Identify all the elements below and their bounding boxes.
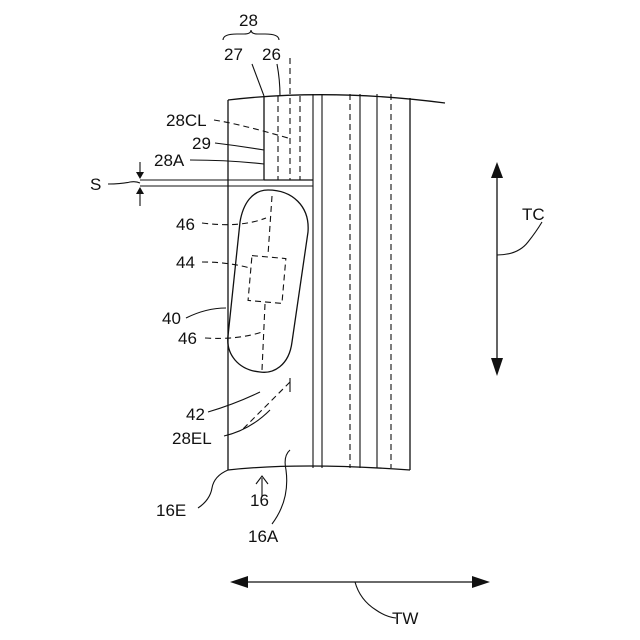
tw-head-right bbox=[472, 576, 490, 588]
center-line-upper bbox=[268, 196, 272, 255]
tire-section bbox=[228, 94, 445, 470]
leader-16E bbox=[198, 470, 228, 508]
label-S: S bbox=[90, 175, 101, 194]
arrow-s-down-head bbox=[136, 172, 144, 179]
tw-arrow bbox=[230, 576, 490, 618]
top-edge-line bbox=[228, 95, 445, 103]
label-28: 28 bbox=[239, 11, 258, 30]
leader-27 bbox=[252, 64, 264, 96]
brace-28 bbox=[223, 30, 279, 40]
gap-s bbox=[108, 162, 313, 206]
sensor-44-box bbox=[248, 256, 286, 304]
tc-head-top bbox=[491, 162, 503, 178]
label-16E: 16E bbox=[156, 501, 186, 520]
label-TC: TC bbox=[522, 205, 545, 224]
label-28CL: 28CL bbox=[166, 111, 207, 130]
leader-28A bbox=[190, 160, 264, 164]
label-29: 29 bbox=[192, 134, 211, 153]
leader-28CL bbox=[214, 120, 288, 138]
tc-head-bottom bbox=[491, 358, 503, 376]
sensor-unit-40 bbox=[228, 190, 308, 372]
leader-s bbox=[108, 182, 140, 184]
leader-44 bbox=[202, 262, 250, 268]
label-16: 16 bbox=[250, 491, 269, 510]
label-28EL: 28EL bbox=[172, 429, 212, 448]
label-46-upper: 46 bbox=[176, 215, 195, 234]
leader-46a bbox=[202, 218, 266, 225]
leader-40 bbox=[186, 308, 226, 318]
leader-26 bbox=[277, 64, 280, 96]
center-line-lower bbox=[262, 304, 265, 370]
tc-arrow bbox=[491, 162, 542, 376]
leader-42 bbox=[208, 392, 260, 412]
arrow-s-up-head bbox=[136, 187, 144, 194]
bottom-edge-line bbox=[228, 466, 410, 470]
label-46-lower: 46 bbox=[178, 329, 197, 348]
dash-28EL bbox=[242, 382, 290, 430]
label-16A: 16A bbox=[248, 527, 279, 546]
label-28A: 28A bbox=[154, 151, 185, 170]
label-27: 27 bbox=[224, 45, 243, 64]
label-26: 26 bbox=[262, 45, 281, 64]
labels: 28 27 26 28CL 29 28A S 46 44 40 46 42 28… bbox=[90, 11, 545, 628]
element-42 bbox=[242, 378, 290, 430]
tc-leader bbox=[497, 222, 542, 255]
label-42: 42 bbox=[186, 405, 205, 424]
tw-leader bbox=[355, 582, 396, 618]
tw-head-left bbox=[230, 576, 248, 588]
layer-28 bbox=[264, 58, 313, 180]
label-40: 40 bbox=[162, 309, 181, 328]
label-44: 44 bbox=[176, 253, 195, 272]
leaders bbox=[186, 30, 290, 524]
leader-46b bbox=[205, 332, 262, 338]
leader-28EL bbox=[224, 410, 270, 436]
leader-29 bbox=[215, 143, 264, 150]
leader-16A bbox=[272, 450, 290, 524]
label-TW: TW bbox=[392, 609, 418, 628]
capsule-outline bbox=[228, 190, 308, 372]
